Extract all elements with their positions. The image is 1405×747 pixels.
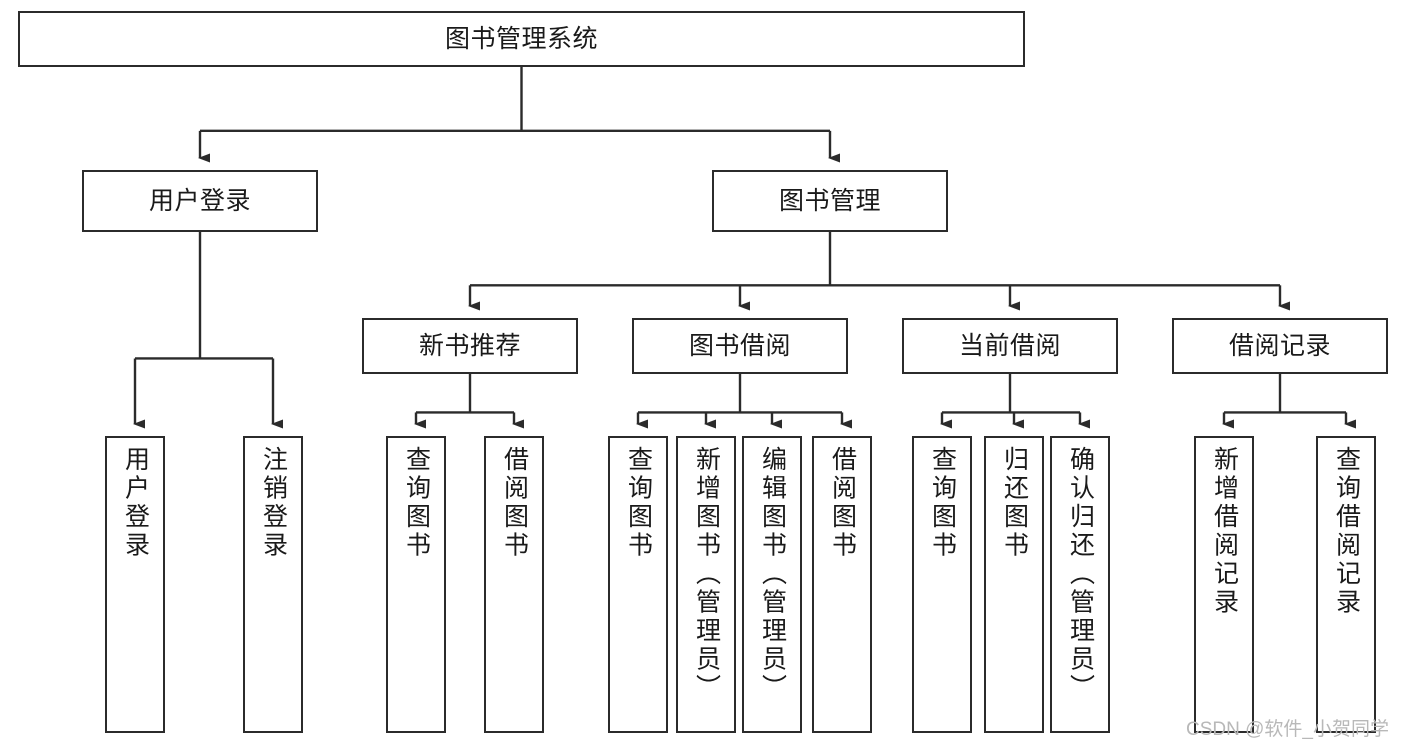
node-leaf-query-borrow-record[interactable]: 查询借阅记录 — [1316, 436, 1376, 733]
node-leaf-query-book-3[interactable]: 查询图书 — [912, 436, 972, 733]
node-leaf-query-book-2[interactable]: 查询图书 — [608, 436, 668, 733]
node-leaf-logout[interactable]: 注销登录 — [243, 436, 303, 733]
node-label: 确认归还（管理员） — [1066, 446, 1095, 703]
node-label: 图书管理 — [778, 186, 881, 215]
node-user-login[interactable]: 用户登录 — [82, 170, 318, 232]
node-root-system[interactable]: 图书管理系统 — [18, 11, 1025, 67]
node-label: 用户登录 — [148, 186, 251, 215]
node-leaf-query-book-1[interactable]: 查询图书 — [386, 436, 446, 733]
node-book-borrowing[interactable]: 图书借阅 — [632, 318, 848, 374]
node-leaf-user-login[interactable]: 用户登录 — [105, 436, 165, 733]
node-label: 归还图书 — [1000, 446, 1029, 560]
node-leaf-return-book[interactable]: 归还图书 — [984, 436, 1044, 733]
node-label: 用户登录 — [121, 446, 150, 560]
node-label: 借阅图书 — [828, 446, 857, 560]
node-label: 查询借阅记录 — [1332, 446, 1361, 617]
node-label: 借阅记录 — [1228, 331, 1331, 360]
node-label: 查询图书 — [928, 446, 957, 560]
node-label: 当前借阅 — [958, 331, 1061, 360]
node-label: 图书管理系统 — [444, 24, 598, 53]
node-leaf-add-borrow-record[interactable]: 新增借阅记录 — [1194, 436, 1254, 733]
node-leaf-borrow-book-1[interactable]: 借阅图书 — [484, 436, 544, 733]
node-label: 借阅图书 — [500, 446, 529, 560]
node-borrowing-record[interactable]: 借阅记录 — [1172, 318, 1388, 374]
node-leaf-borrow-book-2[interactable]: 借阅图书 — [812, 436, 872, 733]
node-label: 新书推荐 — [418, 331, 521, 360]
node-leaf-edit-book-admin[interactable]: 编辑图书（管理员） — [742, 436, 802, 733]
node-book-management[interactable]: 图书管理 — [712, 170, 948, 232]
csdn-watermark: CSDN @软件_小贺同学 — [1186, 719, 1389, 740]
node-label: 新增借阅记录 — [1210, 446, 1239, 617]
node-leaf-confirm-return-admin[interactable]: 确认归还（管理员） — [1050, 436, 1110, 733]
node-current-borrowing[interactable]: 当前借阅 — [902, 318, 1118, 374]
node-label: 图书借阅 — [688, 331, 791, 360]
node-label: 查询图书 — [402, 446, 431, 560]
node-label: 查询图书 — [624, 446, 653, 560]
node-label: 编辑图书（管理员） — [758, 446, 787, 703]
node-label: 注销登录 — [259, 446, 288, 560]
node-label: 新增图书（管理员） — [692, 446, 721, 703]
node-new-book-recommendation[interactable]: 新书推荐 — [362, 318, 578, 374]
node-leaf-add-book-admin[interactable]: 新增图书（管理员） — [676, 436, 736, 733]
